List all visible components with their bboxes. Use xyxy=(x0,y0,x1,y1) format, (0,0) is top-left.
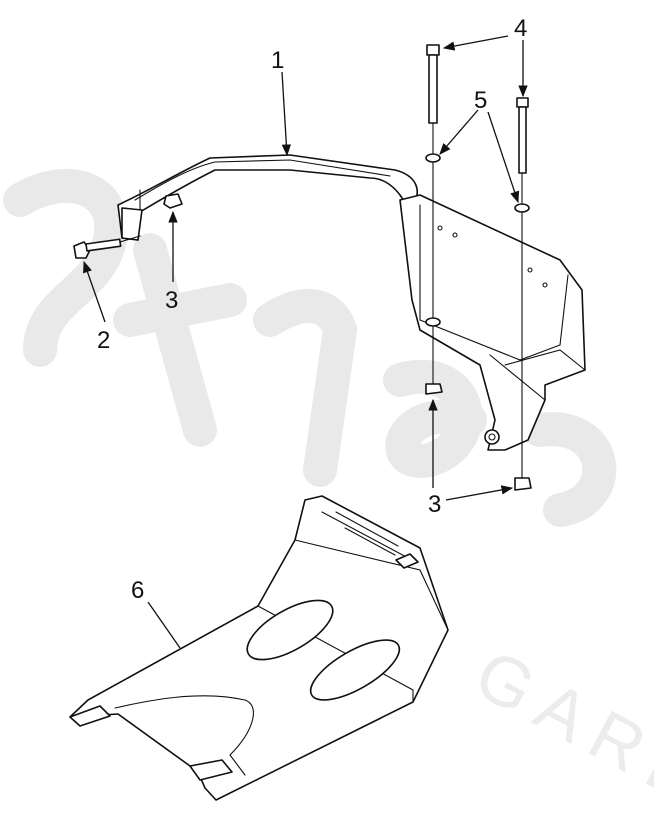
callout-4: 4 xyxy=(514,15,527,42)
washer-left xyxy=(425,153,441,163)
callout-3-bottom: 3 xyxy=(428,491,441,518)
leader-lines xyxy=(83,35,528,649)
washer-right xyxy=(514,203,530,213)
bolt-short xyxy=(73,235,141,259)
nut-right xyxy=(514,477,532,491)
callout-6: 6 xyxy=(131,577,144,604)
callout-2: 2 xyxy=(97,327,110,354)
callout-3-top: 3 xyxy=(165,287,178,314)
callout-1: 1 xyxy=(271,47,284,74)
callout-5: 5 xyxy=(474,87,487,114)
nut-top xyxy=(163,193,183,209)
bolt-long-left xyxy=(426,44,440,386)
hardware xyxy=(73,44,532,491)
part-6-floor-plate xyxy=(69,495,449,801)
bolt-long-right xyxy=(516,97,529,481)
part-1-bracket xyxy=(117,154,586,451)
nut-left xyxy=(425,383,443,395)
watermark-text: GARD xyxy=(463,634,654,824)
callout-labels: 1 2 3 4 5 3 6 xyxy=(97,15,527,604)
